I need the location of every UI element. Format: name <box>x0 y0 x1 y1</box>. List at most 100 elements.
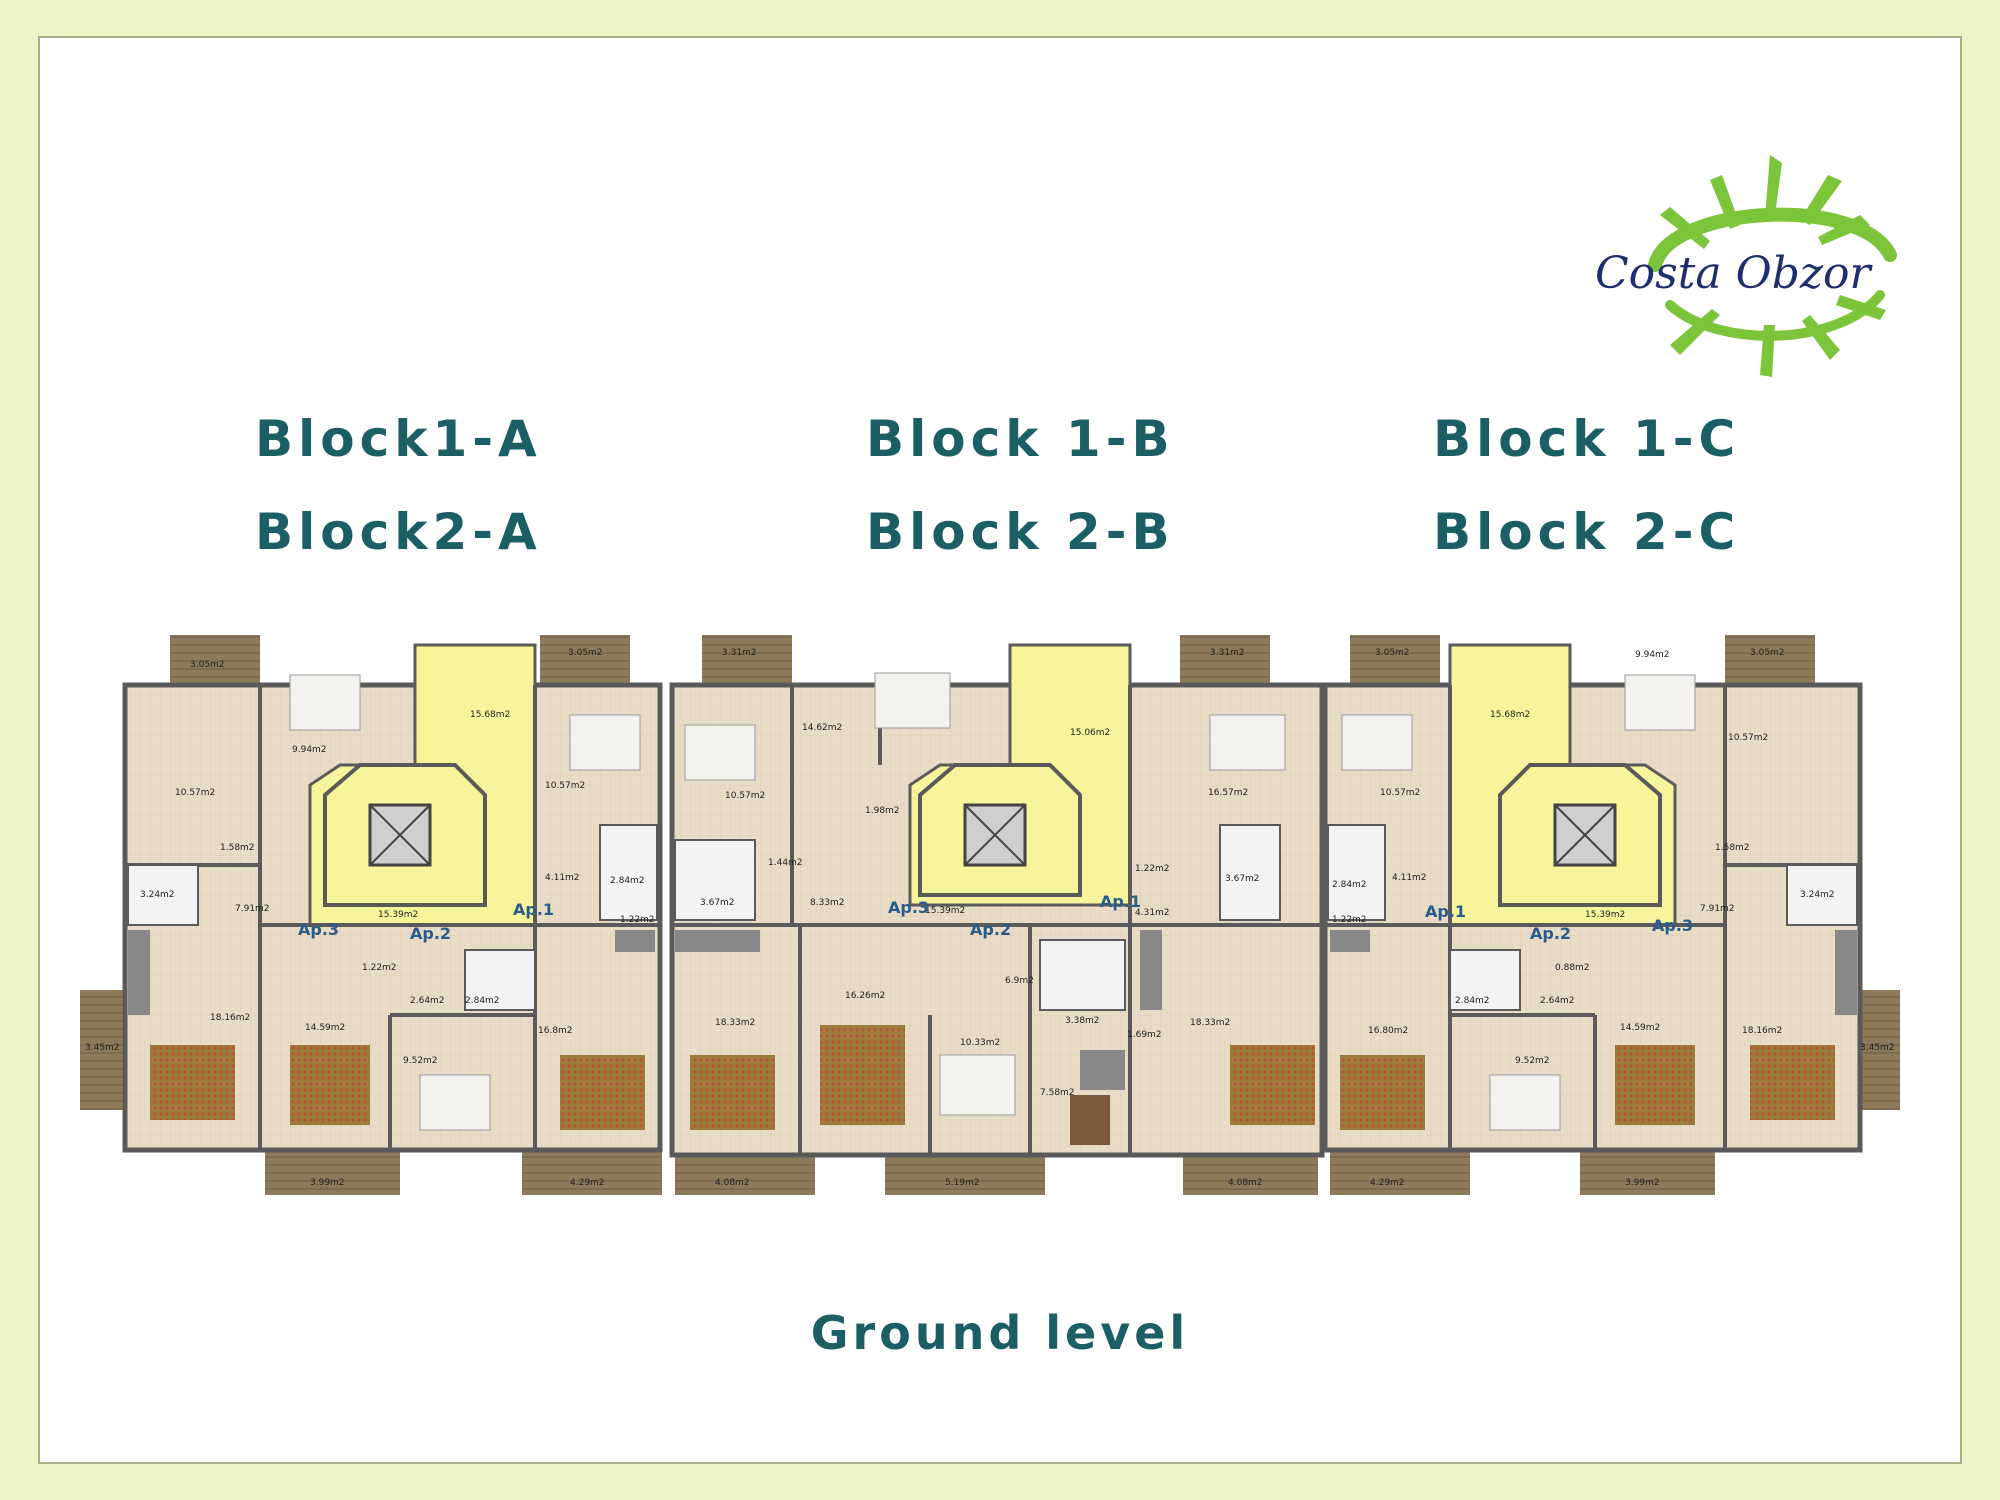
area-label: 4.11m2 <box>545 873 580 883</box>
rug-icon <box>1750 1045 1835 1120</box>
area-label: 4.11m2 <box>1392 873 1427 883</box>
balcony <box>1350 635 1440 690</box>
stairwell <box>1498 763 1662 907</box>
bath <box>1039 939 1126 1011</box>
area-label: 3.05m2 <box>1750 648 1785 658</box>
rug-icon <box>150 1045 235 1120</box>
area-label: 15.68m2 <box>1490 710 1530 720</box>
elevator-cross-icon <box>369 804 431 866</box>
area-label: 7.91m2 <box>235 904 270 914</box>
elevator-cross-icon <box>1554 804 1616 866</box>
area-label: 1.58m2 <box>220 843 255 853</box>
area-label: 3.38m2 <box>1065 1016 1100 1026</box>
area-label: 15.39m2 <box>925 906 965 916</box>
apartment-label: Ap.1 <box>1100 892 1141 911</box>
apartment-label: Ap.3 <box>1652 916 1693 935</box>
block-title-1a: Block1-A <box>255 410 542 468</box>
balcony <box>170 635 260 690</box>
area-label: 2.84m2 <box>1332 880 1367 890</box>
area-label: 7.58m2 <box>1040 1088 1075 1098</box>
balcony <box>1183 1155 1318 1195</box>
area-label: 14.62m2 <box>802 723 842 733</box>
area-label: 3.05m2 <box>568 648 603 658</box>
rug-icon <box>1615 1045 1695 1125</box>
area-label: 9.94m2 <box>292 745 327 755</box>
area-label: 16.26m2 <box>845 991 885 1001</box>
bath <box>674 839 756 921</box>
table-icon <box>1070 1095 1110 1145</box>
area-label: 3.99m2 <box>310 1178 345 1188</box>
area-label: 4.31m2 <box>1135 908 1170 918</box>
area-label: 1.44m2 <box>768 858 803 868</box>
balcony <box>885 1155 1045 1195</box>
balcony <box>1180 635 1270 690</box>
apartment-label: Ap.2 <box>970 920 1011 939</box>
bed-icon <box>684 724 756 781</box>
apartment-label: Ap.2 <box>1530 924 1571 943</box>
balcony <box>675 1155 815 1195</box>
kitchen-counter <box>675 930 760 952</box>
area-label: 15.39m2 <box>378 910 418 920</box>
block-title-2b: Block 2-B <box>866 503 1175 561</box>
bath <box>1449 949 1521 1011</box>
balcony <box>522 1150 662 1195</box>
apartment-label: Ap.1 <box>1425 902 1466 921</box>
area-label: 2.64m2 <box>410 996 445 1006</box>
balcony <box>80 990 125 1110</box>
area-label: 9.52m2 <box>1515 1056 1550 1066</box>
ground-level-caption: Ground level <box>810 1306 1190 1360</box>
area-label: 3.05m2 <box>1375 648 1410 658</box>
area-label: 10.33m2 <box>960 1038 1000 1048</box>
elevator-cross-icon <box>964 804 1026 866</box>
bed-icon <box>1209 714 1286 771</box>
logo-text: Costa Obzor <box>1595 248 1871 299</box>
area-label: 1.69m2 <box>1127 1030 1162 1040</box>
area-label: 2.84m2 <box>465 996 500 1006</box>
block-title-2a: Block2-A <box>255 503 542 561</box>
area-label: 4.29m2 <box>570 1178 605 1188</box>
balcony <box>265 1150 400 1195</box>
area-label: 3.31m2 <box>1210 648 1245 658</box>
area-label: 18.16m2 <box>1742 1026 1782 1036</box>
area-label: 14.59m2 <box>1620 1023 1660 1033</box>
area-label: 3.67m2 <box>1225 874 1260 884</box>
bath <box>599 824 658 921</box>
area-label: 18.33m2 <box>1190 1018 1230 1028</box>
area-label: 3.67m2 <box>700 898 735 908</box>
area-label: 15.39m2 <box>1585 910 1625 920</box>
kitchen-counter <box>1835 930 1857 1015</box>
bath <box>464 949 536 1011</box>
area-label: 3.24m2 <box>140 890 175 900</box>
area-label: 4.08m2 <box>1228 1178 1263 1188</box>
area-label: 3.45m2 <box>1860 1043 1895 1053</box>
area-label: 1.22m2 <box>362 963 397 973</box>
area-label: 9.52m2 <box>403 1056 438 1066</box>
stairwell <box>323 763 487 907</box>
rug-icon <box>560 1055 645 1130</box>
rug-icon <box>290 1045 370 1125</box>
area-label: 16.80m2 <box>1368 1026 1408 1036</box>
area-label: 1.98m2 <box>865 806 900 816</box>
kitchen-counter <box>1140 930 1162 1010</box>
balcony <box>1725 635 1815 690</box>
area-label: 18.33m2 <box>715 1018 755 1028</box>
block-title-1b: Block 1-B <box>866 410 1175 468</box>
area-label: 7.91m2 <box>1700 904 1735 914</box>
kitchen-counter <box>128 930 150 1015</box>
balcony <box>702 635 792 690</box>
bath <box>1219 824 1281 921</box>
bed-icon <box>1624 674 1696 731</box>
area-label: 10.57m2 <box>175 788 215 798</box>
bed-icon <box>939 1054 1016 1116</box>
bath <box>1327 824 1386 921</box>
block-title-1c: Block 1-C <box>1433 410 1741 468</box>
apartment-label: Ap.1 <box>513 900 554 919</box>
bed-icon <box>569 714 641 771</box>
balcony <box>540 635 630 690</box>
area-label: 3.05m2 <box>190 660 225 670</box>
area-label: 4.08m2 <box>715 1178 750 1188</box>
area-label: 10.57m2 <box>1380 788 1420 798</box>
kitchen-counter <box>615 930 655 952</box>
area-label: 3.99m2 <box>1625 1178 1660 1188</box>
apartment-label: Ap.2 <box>410 924 451 943</box>
